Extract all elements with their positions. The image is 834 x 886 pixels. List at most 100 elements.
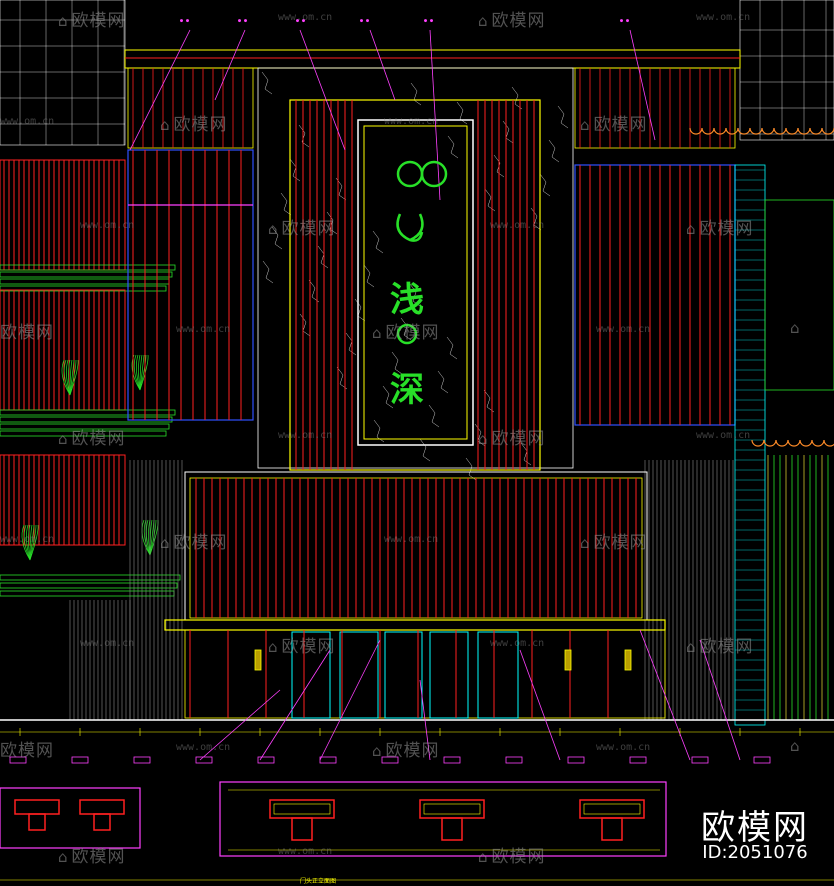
leader-line [369, 29, 396, 101]
marble-vein [400, 317, 412, 341]
callout-tag-box [753, 756, 771, 764]
watermark-url: www.om.cn [490, 638, 545, 649]
awning-scallop [799, 439, 813, 447]
planter-shrub [143, 519, 151, 556]
marble-vein [335, 177, 347, 201]
balcony-slab [0, 423, 170, 430]
marble-vein [345, 332, 357, 356]
section-detail-frame [219, 781, 667, 857]
watermark-url: www.om.cn [596, 324, 651, 335]
top-fascia [124, 49, 741, 69]
right-glass-panel [764, 199, 834, 391]
planter-shrub [29, 524, 37, 561]
leader-line [259, 649, 331, 761]
marble-vein [447, 135, 459, 159]
sign-char-qian: 浅 [390, 280, 424, 320]
planter-shrub [28, 524, 31, 561]
section-beam [579, 799, 645, 819]
callout-tag-box [443, 756, 461, 764]
left-cladding-panel [0, 454, 126, 546]
watermark: ⌂欧模网 [580, 115, 648, 135]
marble-vein [271, 226, 283, 250]
marble-vein [382, 385, 394, 409]
marble-vein [363, 264, 375, 288]
sign-char-shen: 深 [390, 370, 424, 410]
brand-logo-text: 欧模网 [701, 808, 809, 848]
marble-vein [548, 139, 560, 163]
planter-shrub [139, 354, 149, 391]
marble-vein [539, 173, 551, 197]
watermark: 欧模网 [0, 323, 54, 343]
leader-line [519, 649, 561, 761]
leader-line [629, 29, 656, 141]
watermark: ⌂欧模网 [478, 11, 546, 31]
marble-vein [410, 82, 422, 106]
marble-vein [372, 230, 384, 254]
leader-line [419, 679, 431, 761]
watermark: ⌂欧模网 [686, 219, 754, 239]
planter-shrub [26, 524, 31, 561]
watermark-url: www.om.cn [278, 430, 333, 441]
section-beam [14, 799, 60, 815]
planter-shrub [29, 524, 33, 561]
callout-tag: ● ● [424, 18, 434, 24]
watermark-url: www.om.cn [176, 324, 231, 335]
stone-panel [257, 67, 574, 469]
watermark-url: www.om.cn [278, 12, 333, 23]
section-post [291, 817, 313, 841]
leader-line [299, 29, 346, 151]
watermark-url: www.om.cn [80, 638, 135, 649]
leader-line [429, 29, 441, 201]
marble-vein [465, 457, 477, 481]
sign-box-inner [363, 125, 468, 440]
awning-scallop [751, 439, 765, 447]
marble-vein [317, 245, 329, 269]
window-frame-left [127, 149, 254, 421]
planter-shrub [133, 354, 141, 391]
door-handle [254, 649, 262, 671]
leader-line [214, 29, 246, 101]
section-post [441, 817, 463, 841]
section-post [93, 813, 111, 831]
glass-door [384, 631, 423, 719]
planter-shrub [23, 524, 31, 561]
section-post [601, 817, 623, 841]
glass-door [429, 631, 469, 719]
watermark: ⌂欧模网 [686, 637, 754, 657]
watermark: ⌂欧模网 [160, 115, 228, 135]
upper-window-left [127, 67, 254, 149]
awning-scallop [761, 127, 775, 135]
planter-shrub [68, 359, 71, 396]
planter-shrub [138, 354, 141, 391]
watermark: ⌂欧模网 [268, 637, 336, 657]
planter-shrub [148, 519, 151, 556]
awning-scallop [725, 127, 739, 135]
balcony-slab [0, 430, 167, 437]
planter-shrub [139, 354, 143, 391]
window-frame-right [574, 164, 736, 426]
watermark-url: www.om.cn [490, 220, 545, 231]
marble-vein [308, 279, 320, 303]
planter-shrub [66, 359, 71, 396]
planter-shrub [29, 524, 39, 561]
watermark: ⌂欧模网 [478, 847, 546, 867]
section-post [28, 813, 46, 831]
marble-vein [299, 313, 311, 337]
balcony-slab [0, 285, 167, 292]
awning-scallop [701, 127, 715, 135]
marble-vein [456, 101, 468, 125]
marble-vein [419, 438, 431, 462]
watermark: ⌂ [790, 319, 801, 337]
watermark-url: www.om.cn [696, 430, 751, 441]
planter-shrub [146, 519, 151, 556]
marble-vein [289, 158, 301, 182]
leader-line [129, 29, 191, 151]
marble-vein [483, 389, 495, 413]
watermark-url: www.om.cn [80, 220, 135, 231]
marble-vein [280, 192, 292, 216]
balcony-slab [0, 409, 176, 416]
balcony-slab [0, 582, 178, 589]
awning-scallop [763, 439, 777, 447]
sign-ring-logo [396, 160, 448, 345]
